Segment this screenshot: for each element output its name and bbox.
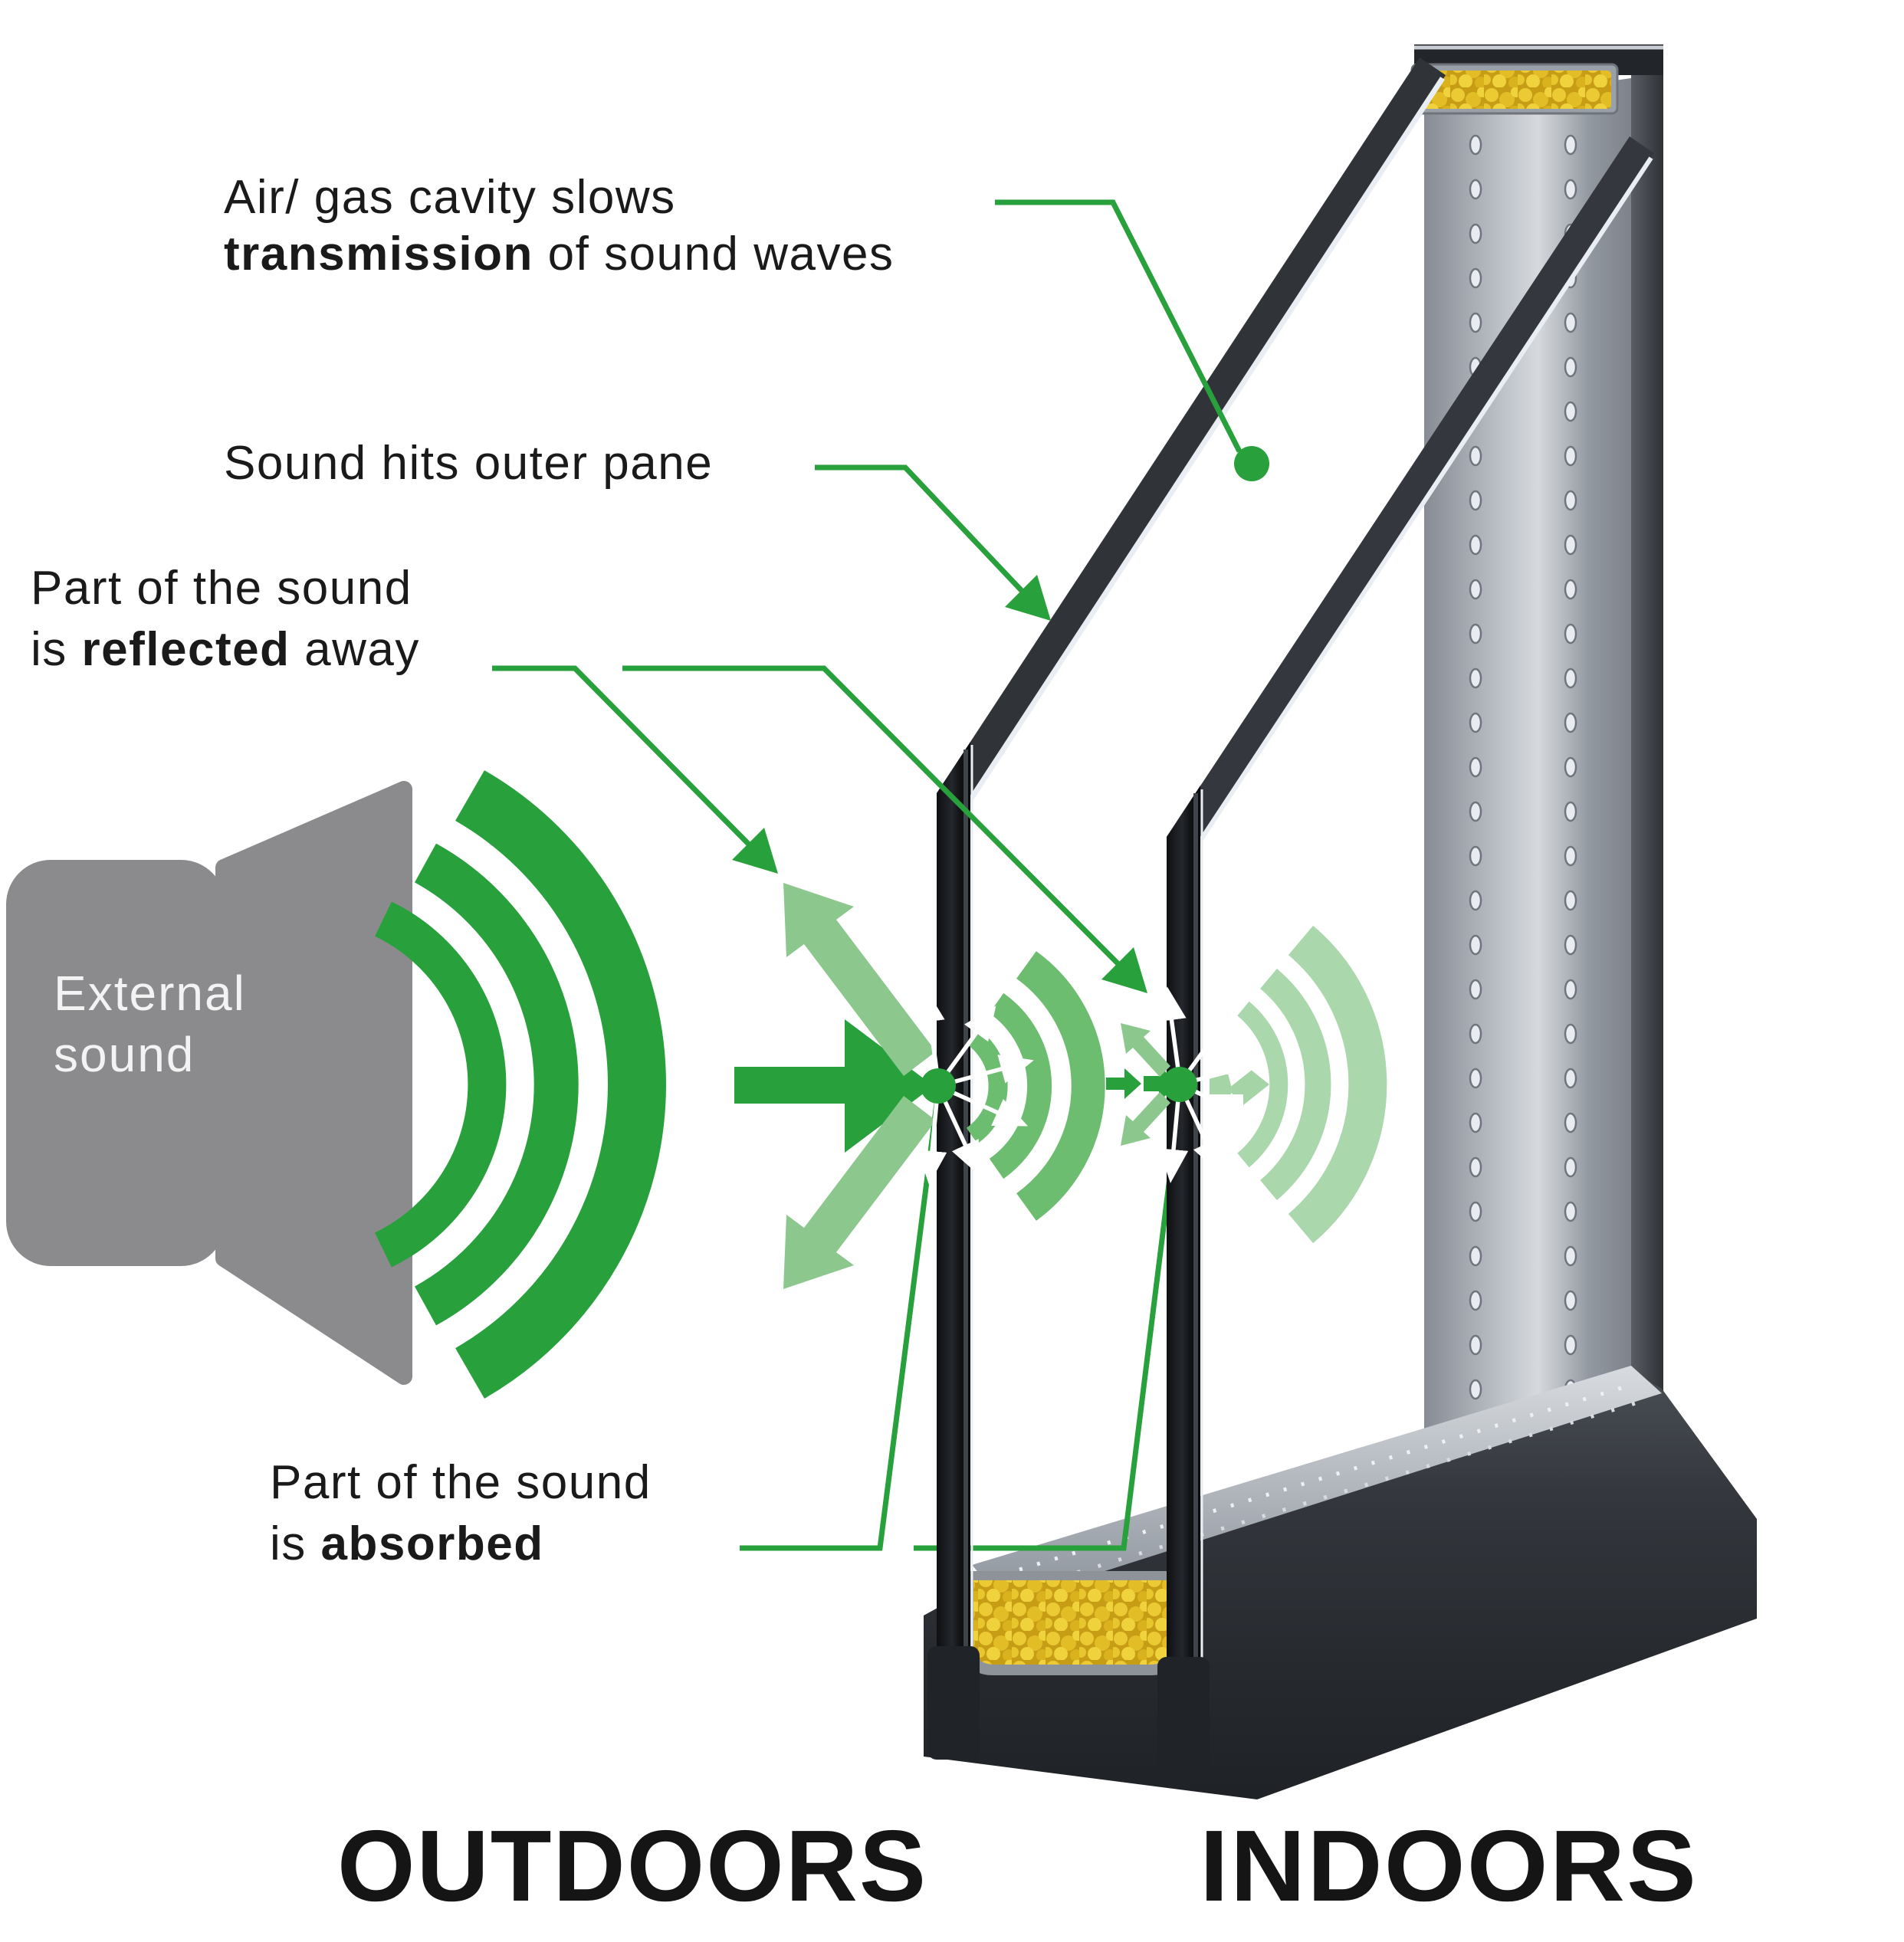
inner-pane-foot (1157, 1657, 1210, 1770)
leader-reflected-b (622, 665, 1136, 982)
transmitted-arrow (1210, 1064, 1269, 1105)
cavity-incident-arrows (1106, 1065, 1177, 1102)
label-absorbed: Part of the sound is absorbed (270, 1456, 665, 1570)
spacer-perforations (1424, 78, 1631, 1437)
cavity-waves (966, 951, 1105, 1221)
label-reflected: Part of the sound is reflected away (31, 562, 426, 676)
scatter-arrows-outer (915, 988, 1034, 1185)
inner-reflected-arrow-down (1121, 1092, 1170, 1146)
desiccant-bottom (973, 1580, 1171, 1665)
leader-outer-hit-arrowhead (1005, 575, 1051, 621)
window-unit (740, 44, 1757, 1799)
impact-dot-outer (921, 1068, 956, 1104)
leader-reflected-a (492, 665, 767, 862)
leader-outer-hit (815, 464, 1039, 609)
indoors-label: INDOORS (1200, 1809, 1698, 1922)
outer-cut-highlight (959, 77, 1445, 815)
inner-pane-cut-edge (1167, 136, 1654, 854)
leader-reflected-a-arrowhead (732, 828, 778, 874)
reflected-arrow-down (783, 1096, 936, 1289)
leader-absorbed (740, 1103, 1182, 1551)
outdoors-label: OUTDOORS (337, 1809, 927, 1922)
outer-pane (937, 742, 970, 1654)
label-cavity: Air/ gas cavity slows transmission of so… (224, 171, 894, 280)
main-sound-arrow (734, 1019, 934, 1153)
spacer-bar-bottom (972, 1366, 1662, 1603)
window-right-edge (1631, 74, 1663, 1525)
leader-absorbed-inner (914, 1103, 1182, 1551)
inner-cut-highlight (1187, 156, 1653, 858)
leader-reflected-b-arrowhead (1101, 947, 1147, 993)
leader-cavity (995, 199, 1243, 453)
label-outer-hit: Sound hits outer pane (224, 437, 713, 490)
outer-pane-cut-edge (937, 57, 1446, 811)
impact-dot-inner (1162, 1067, 1197, 1102)
sound-wave-arcs-indoor (1237, 925, 1387, 1244)
speaker-label: External sound (54, 966, 261, 1082)
leader-absorbed-outer (740, 1103, 940, 1551)
desiccant-top (1418, 71, 1611, 109)
scatter-arrows-inner (1157, 986, 1260, 1183)
sound-wave-arcs-outdoor (374, 770, 666, 1399)
leader-cavity-dot (1234, 446, 1269, 481)
speaker-icon: External sound (6, 781, 412, 1385)
reflected-arrow-up (783, 883, 936, 1076)
inner-reflected-arrow-up (1121, 1023, 1170, 1077)
outer-pane-foot (927, 1646, 980, 1760)
window-frame-bottom (924, 1370, 1757, 1799)
bottom-perforations-1 (1019, 1382, 1635, 1572)
